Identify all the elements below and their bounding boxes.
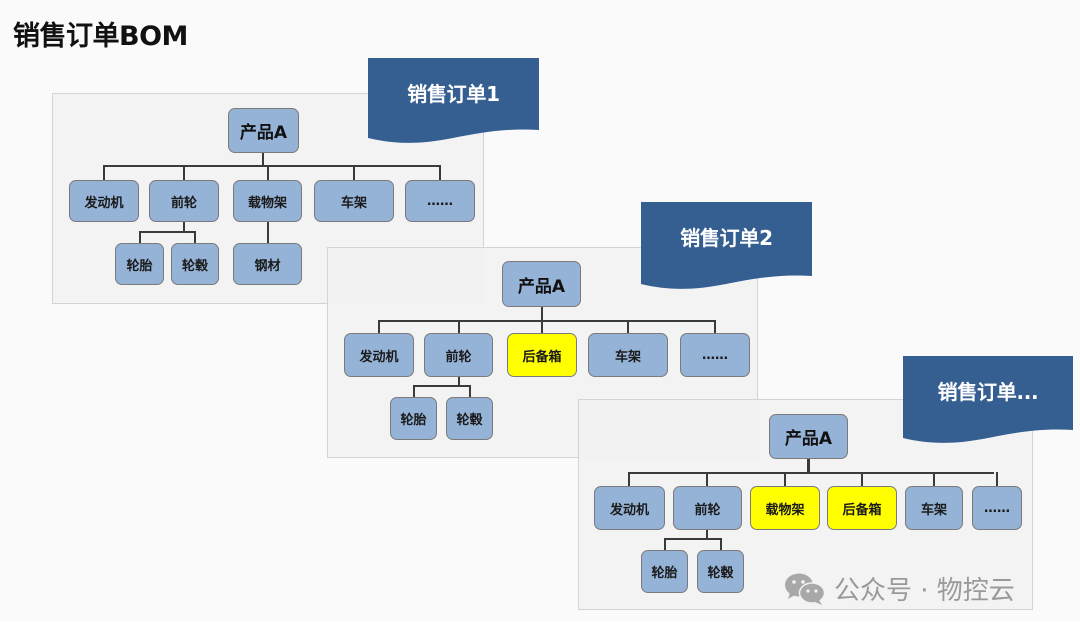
bom-node-highlighted[interactable]: 后备箱: [827, 486, 897, 530]
connector: [267, 165, 269, 180]
watermark: 公众号 · 物控云: [784, 570, 1015, 607]
connector: [996, 472, 998, 486]
banner-shape: [368, 58, 539, 143]
bom-node-root[interactable]: 产品A: [502, 261, 581, 307]
connector: [628, 472, 630, 486]
connector: [714, 320, 716, 333]
page-title: 销售订单BOM: [13, 21, 188, 52]
bom-node[interactable]: 轮毂: [171, 243, 219, 285]
bom-node[interactable]: 前轮: [149, 180, 219, 222]
connector: [706, 472, 708, 486]
connector: [861, 472, 863, 486]
connector: [139, 231, 195, 233]
banner-label: 销售订单...: [937, 380, 1039, 404]
connector: [627, 320, 629, 333]
connector: [720, 538, 722, 550]
bom-node[interactable]: 钢材: [233, 243, 302, 285]
order-banner-1: 销售订单1: [368, 58, 539, 146]
bom-node[interactable]: ……: [680, 333, 750, 377]
bom-node[interactable]: 前轮: [673, 486, 742, 530]
bom-node[interactable]: 轮毂: [697, 550, 744, 593]
banner-label: 销售订单1: [407, 82, 500, 106]
connector: [413, 385, 415, 397]
bom-node[interactable]: 轮胎: [390, 397, 437, 440]
connector: [183, 222, 185, 232]
bom-node[interactable]: 前轮: [424, 333, 493, 377]
connector: [784, 472, 786, 486]
connector: [413, 385, 470, 387]
connector: [933, 472, 935, 486]
banner-shape: [641, 202, 812, 289]
bom-node[interactable]: 轮胎: [115, 243, 164, 285]
connector: [439, 165, 441, 180]
bom-node[interactable]: 轮毂: [446, 397, 493, 440]
order-banner-2: 销售订单2: [641, 202, 812, 292]
bom-node[interactable]: 轮胎: [641, 550, 688, 593]
connector: [664, 538, 666, 550]
connector: [103, 165, 441, 167]
bom-node-highlighted[interactable]: 后备箱: [507, 333, 577, 377]
bom-node[interactable]: 发动机: [69, 180, 139, 222]
banner-shape: [903, 356, 1073, 443]
connector: [353, 165, 355, 180]
connector: [458, 320, 460, 333]
connector: [628, 472, 994, 474]
connector: [378, 320, 380, 333]
connector: [706, 530, 708, 539]
watermark-text: 公众号 · 物控云: [834, 576, 1015, 606]
order-banner-3: 销售订单...: [903, 356, 1073, 446]
connector: [541, 307, 543, 321]
bom-node[interactable]: 发动机: [344, 333, 414, 377]
connector: [262, 152, 264, 167]
connector: [541, 320, 543, 333]
bom-node-highlighted[interactable]: 载物架: [750, 486, 820, 530]
connector: [194, 231, 196, 243]
bom-node[interactable]: 载物架: [233, 180, 302, 222]
connector: [469, 385, 471, 397]
wechat-icon: [785, 573, 826, 605]
connector: [807, 459, 810, 474]
connector: [378, 320, 716, 322]
bom-node[interactable]: ……: [972, 486, 1022, 530]
connector: [664, 538, 721, 540]
bom-node-root[interactable]: 产品A: [228, 108, 299, 153]
banner-label: 销售订单2: [680, 226, 773, 250]
connector: [458, 377, 460, 386]
connector: [267, 222, 269, 243]
connector: [103, 165, 105, 180]
bom-node[interactable]: 车架: [314, 180, 394, 222]
connector: [183, 165, 185, 180]
bom-node-root[interactable]: 产品A: [769, 414, 848, 459]
bom-node[interactable]: ……: [405, 180, 475, 222]
bom-node[interactable]: 发动机: [594, 486, 665, 530]
bom-node[interactable]: 车架: [905, 486, 963, 530]
connector: [139, 231, 141, 243]
bom-node[interactable]: 车架: [588, 333, 668, 377]
